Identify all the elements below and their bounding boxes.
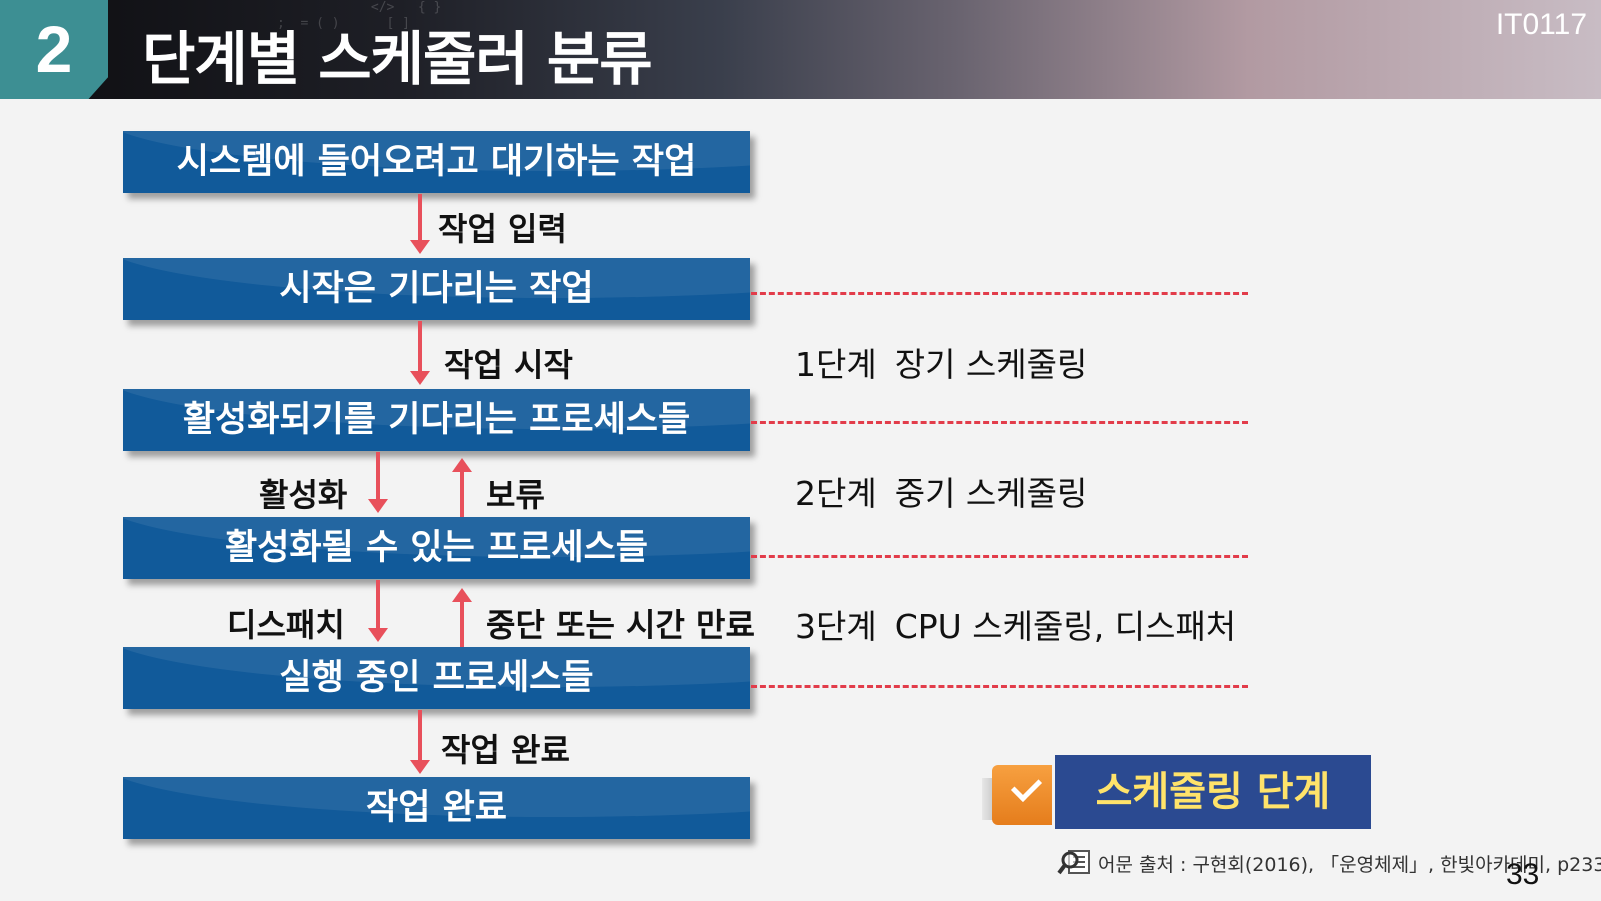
- arrow-job-start: [418, 321, 422, 371]
- stage-number: 3단계: [795, 607, 877, 646]
- stage-name: 중기 스케줄링: [894, 474, 1088, 513]
- arrow-head-down-icon: [410, 760, 430, 774]
- arrow-job-complete: [418, 710, 422, 760]
- box-label: 시스템에 들어오려고 대기하는 작업: [176, 142, 697, 182]
- header-background-image: </> { } ; = ( ) [ ]: [276, 0, 442, 31]
- course-code: IT0117: [1495, 8, 1587, 41]
- stage-3-label: 3단계 CPU 스케줄링, 디스패처: [795, 600, 1236, 648]
- box-label: 실행 중인 프로세스들: [279, 658, 594, 698]
- arrow-suspend-timeout: [460, 602, 464, 647]
- page-number: 33: [1506, 858, 1540, 891]
- arrow-head-down-icon: [410, 240, 430, 254]
- stage-name: 장기 스케줄링: [894, 345, 1088, 384]
- arrow-head-down-icon: [410, 371, 430, 385]
- stage-divider: [751, 421, 1248, 424]
- arrow-activate: [376, 452, 380, 499]
- box-label: 활성화되기를 기다리는 프로세스들: [182, 400, 691, 440]
- stage-number: 2단계: [795, 474, 877, 513]
- box-label: 작업 완료: [366, 788, 507, 828]
- box-waiting-jobs: 시스템에 들어오려고 대기하는 작업: [123, 131, 750, 193]
- label-dispatch: 디스패치: [227, 606, 345, 644]
- box-activatable-processes: 활성화될 수 있는 프로세스들: [123, 517, 750, 579]
- stage-1-label: 1단계 장기 스케줄링: [795, 338, 1087, 386]
- magnifier-document-icon: [1057, 850, 1090, 875]
- arrow-head-down-icon: [368, 499, 388, 513]
- stage-2-label: 2단계 중기 스케줄링: [795, 467, 1087, 515]
- box-label: 활성화될 수 있는 프로세스들: [225, 528, 648, 568]
- stage-divider: [751, 555, 1248, 558]
- box-job-complete: 작업 완료: [123, 777, 750, 839]
- box-label: 시작은 기다리는 작업: [279, 269, 594, 309]
- arrow-head-up-icon: [452, 588, 472, 602]
- box-processes-awaiting-activation: 활성화되기를 기다리는 프로세스들: [123, 389, 750, 451]
- source-citation: 어문 출처 : 구현회(2016), 「운영체제」, 한빛아카데미, p233: [1098, 854, 1601, 876]
- arrow-head-up-icon: [452, 458, 472, 472]
- box-running-processes: 실행 중인 프로세스들: [123, 647, 750, 709]
- label-activate: 활성화: [259, 476, 348, 514]
- section-badge: [0, 0, 108, 99]
- tag-ribbon: [992, 765, 1052, 825]
- stage-name: CPU 스케줄링, 디스패처: [894, 607, 1237, 646]
- arrow-hold: [460, 472, 464, 517]
- header-banner: </> { } ; = ( ) [ ]: [0, 0, 1601, 99]
- page-title: 단계별 스케줄러 분류: [142, 25, 653, 93]
- section-number: 2: [35, 12, 73, 86]
- arrow-head-down-icon: [368, 628, 388, 642]
- arrow-job-input: [418, 194, 422, 240]
- label-job-input: 작업 입력: [438, 210, 567, 248]
- stage-divider: [751, 685, 1248, 688]
- label-hold: 보류: [486, 476, 545, 514]
- stage-number: 1단계: [795, 345, 877, 384]
- label-job-start: 작업 시작: [444, 346, 573, 384]
- scheduling-stage-tag: 스케줄링 단계: [1055, 755, 1371, 829]
- label-job-complete: 작업 완료: [441, 731, 570, 769]
- label-suspend-timeout: 중단 또는 시간 만료: [486, 606, 755, 644]
- stage-divider: [751, 292, 1248, 295]
- arrow-dispatch: [376, 580, 380, 628]
- box-jobs-awaiting-start: 시작은 기다리는 작업: [123, 258, 750, 320]
